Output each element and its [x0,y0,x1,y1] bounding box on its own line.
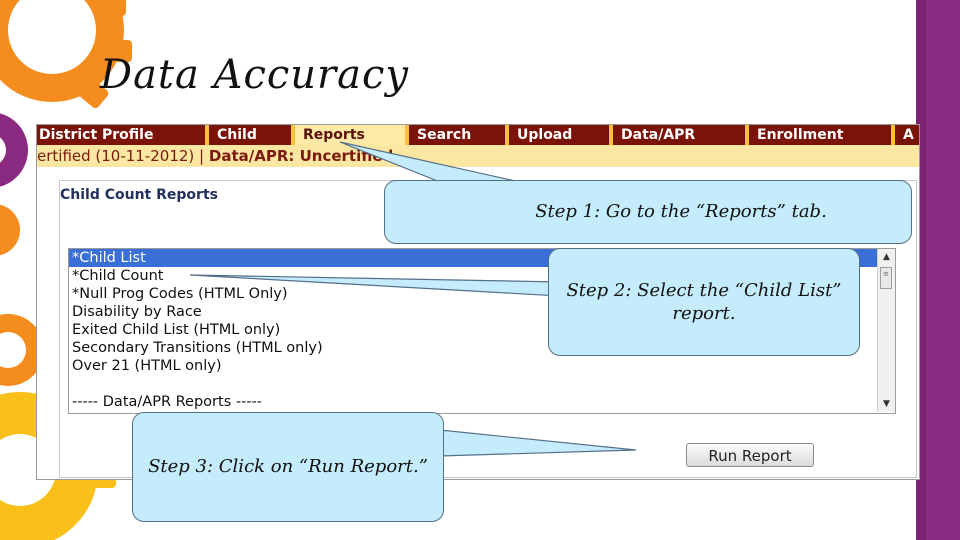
certification-status-bar: ertified (10-11-2012) | Data/APR: Uncert… [37,145,919,167]
purple-side-band-shade [916,0,926,540]
step2-callout: Step 2: Select the “Child List” report. [548,248,860,356]
tab-more[interactable]: A [895,125,919,145]
panel-title: Child Count Reports [60,187,218,203]
scroll-up-icon[interactable]: ▲ [883,252,890,262]
list-item[interactable]: *Child Count [72,268,164,284]
purple-gear-left [0,113,28,187]
list-item[interactable]: Disability by Race [72,304,202,320]
tab-upload[interactable]: Upload [509,125,613,145]
list-item[interactable]: ----- Data/APR Reports ----- [72,394,263,410]
tab-district-profile[interactable]: District Profile [37,125,209,145]
scroll-thumb[interactable]: ≡ [880,267,892,289]
tab-enrollment[interactable]: Enrollment [749,125,895,145]
tab-data-apr[interactable]: Data/APR [613,125,749,145]
tab-child[interactable]: Child [209,125,295,145]
list-item[interactable] [69,375,895,393]
data-apr-status: Data/APR: Uncertified [208,147,394,165]
listbox-scrollbar[interactable]: ▲ ≡ ▼ [877,249,895,412]
certification-status: ertified (10-11-2012) | [37,147,209,165]
step3-callout: Step 3: Click on “Run Report.” [132,412,444,522]
list-item[interactable]: Secondary Transitions (HTML only) [72,340,323,356]
step1-callout: Step 1: Go to the “Reports” tab. [384,180,912,244]
list-item[interactable]: Exited Child List (HTML only) [72,322,281,338]
scroll-down-icon[interactable]: ▼ [883,399,890,409]
list-item[interactable]: Over 21 (HTML only) [72,358,222,374]
run-report-button[interactable]: Run Report [686,443,814,467]
tab-reports[interactable]: Reports [295,125,409,145]
orange-gear-left [0,204,20,256]
orange-gear-teeth [77,0,132,109]
tab-search[interactable]: Search [409,125,509,145]
tab-bar: District Profile Child Reports Search Up… [37,125,919,145]
slide-title: Data Accuracy [100,52,409,98]
